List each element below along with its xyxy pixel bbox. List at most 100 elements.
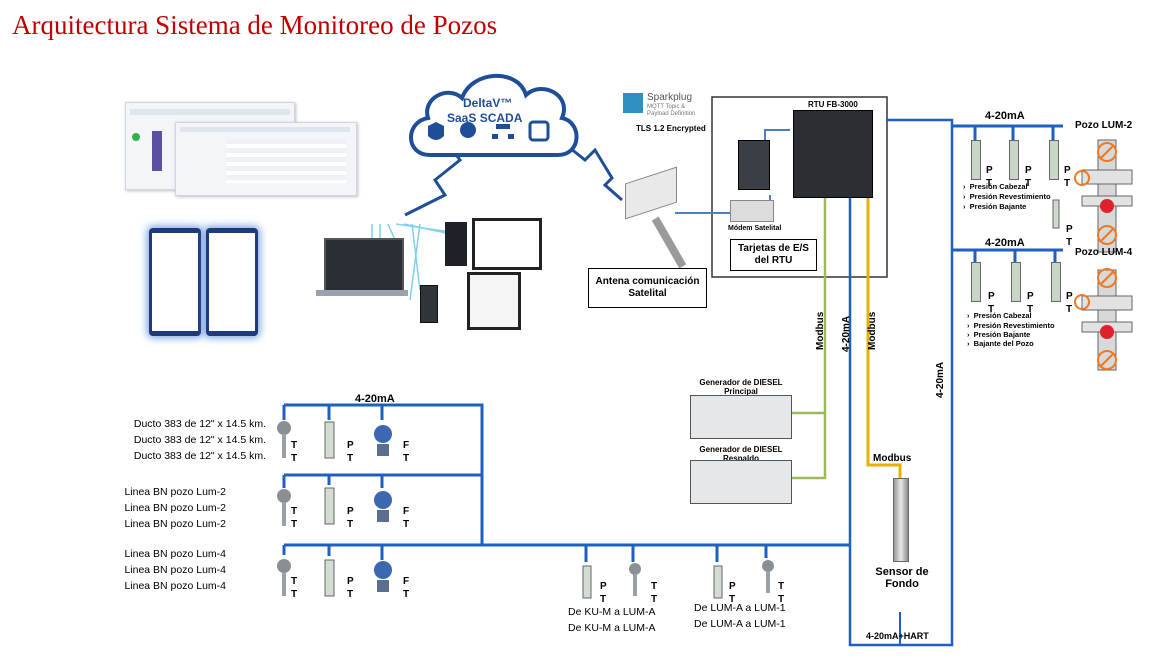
ma420-label-rtu: 4-20mA [841, 315, 852, 352]
hart-label: 4-20mA+HART [866, 631, 929, 641]
lum4-line-2: Linea BN pozo Lum-4 [124, 564, 226, 576]
luma-line-2: De LUM-A a LUM-1 [694, 618, 786, 630]
lum2-line-2: Linea BN pozo Lum-2 [124, 502, 226, 514]
lum4-bullet-1: › Presión Cabezal [967, 311, 1032, 320]
lum2-name: Pozo LUM-2 [1075, 120, 1133, 131]
modbus-downhole-label: Modbus [873, 453, 912, 464]
mobile-app-phone-2 [206, 228, 258, 336]
rtu-cards-label: Tarjetas de E/S del RTU [730, 239, 817, 271]
monitor-screen [472, 218, 542, 270]
lum2-pt1 [971, 140, 981, 180]
kum-tt-sensor [625, 560, 653, 604]
generator-backup [690, 460, 792, 504]
lum2-bullet-1: › Presión Cabezal [963, 182, 1028, 191]
lum2-pt-sensor [321, 484, 349, 528]
modbus-label-yellow: Modbus [867, 311, 878, 350]
wells-bus [848, 118, 954, 647]
lum4-line-1: Linea BN pozo Lum-4 [124, 548, 226, 560]
rtu-internal-link [764, 129, 790, 140]
lum2-pt3 [1049, 140, 1059, 180]
rtu-rack [793, 110, 873, 198]
luma-pt-sensor [710, 562, 738, 606]
lum4-bullet-3: › Presión Bajante [967, 330, 1031, 339]
cloud-line-2: SaaS SCADA [447, 111, 523, 125]
modbus-generator-line [790, 198, 827, 480]
page-title: Arquitectura Sistema de Monitoreo de Poz… [12, 10, 498, 40]
luma-tt-sensor [758, 557, 786, 601]
cloud-line-1: DeltaV™ [463, 96, 513, 110]
lum4-bullet-1-text: Presión Cabezal [973, 311, 1032, 320]
lum4-line-3: Linea BN pozo Lum-4 [124, 580, 226, 592]
lum2-pt2 [1009, 140, 1019, 180]
scada-screen-front [175, 122, 357, 196]
lum4-pt-sensor [321, 556, 349, 600]
io-card-module [738, 140, 770, 190]
sparkplug-sub2: Payload Definition [647, 111, 696, 117]
lum2-line-3: Linea BN pozo Lum-2 [124, 518, 226, 530]
mobile-app-phone-1 [149, 228, 201, 336]
lum4-name: Pozo LUM-4 [1075, 247, 1133, 258]
lum4-ma420-label: 4-20mA [985, 237, 1025, 249]
ma420-label-bus: 4-20mA [935, 361, 946, 398]
lum4-bullet-3-text: Presión Bajante [973, 330, 1031, 339]
ducto-pt-sensor [321, 418, 349, 462]
tablet [467, 272, 521, 330]
lum2-tt-sensor [273, 486, 301, 530]
ducto-line-3: Ducto 383 de 12" x 14.5 km. [133, 450, 266, 462]
satellite-link-right [559, 138, 623, 202]
lum2-bullet-1-text: Presión Cabezal [969, 182, 1028, 191]
ducto-line-2: Ducto 383 de 12" x 14.5 km. [133, 434, 266, 446]
lum2-lower-transmitter [1052, 199, 1060, 229]
lum4-bullet-4-text: Bajante del Pozo [973, 339, 1034, 348]
laptop-screen [324, 238, 404, 292]
modem-label: Módem Satelital [728, 225, 782, 232]
lum2-ft-sensor [370, 488, 398, 532]
lum4-tt-sensor [273, 556, 301, 600]
kum-pt-sensor [579, 562, 607, 606]
lum2-bullet-2: › Presión Revestimiento [963, 192, 1051, 201]
handheld [420, 285, 438, 323]
modbus-downhole-line [866, 198, 902, 478]
deltav-cloud [409, 73, 579, 157]
sparkplug-name: Sparkplug [647, 92, 693, 103]
generator-main-label: Generador de DIESEL Principal [699, 378, 783, 396]
luma-line-1: De LUM-A a LUM-1 [694, 602, 786, 614]
lum4-pt3 [1051, 262, 1061, 302]
lum2-bullet-3-text: Presión Bajante [969, 202, 1027, 211]
lum2-wellhead [1074, 139, 1133, 253]
sparkplug-sub1: MQTT Topic & [647, 104, 686, 110]
tower-pc [445, 222, 467, 266]
ducto-ft-sensor [370, 422, 398, 466]
workstation-cables [371, 223, 461, 301]
rtu-name: RTU FB-3000 [808, 100, 858, 109]
lum4-wellhead [1074, 268, 1133, 371]
lum4-pt2 [1011, 262, 1021, 302]
lum4-ft-sensor [370, 558, 398, 602]
sparkplug-logo [623, 93, 643, 113]
generator-main [690, 395, 792, 439]
lum2-line-1: Linea BN pozo Lum-2 [124, 486, 226, 498]
lum4-bullet-4: › Bajante del Pozo [967, 339, 1034, 348]
kum-line-2: De KU-M a LUM-A [568, 622, 656, 634]
downhole-sensor [893, 478, 909, 562]
laptop-base [316, 290, 408, 296]
ducto-tt-sensor [273, 418, 301, 462]
